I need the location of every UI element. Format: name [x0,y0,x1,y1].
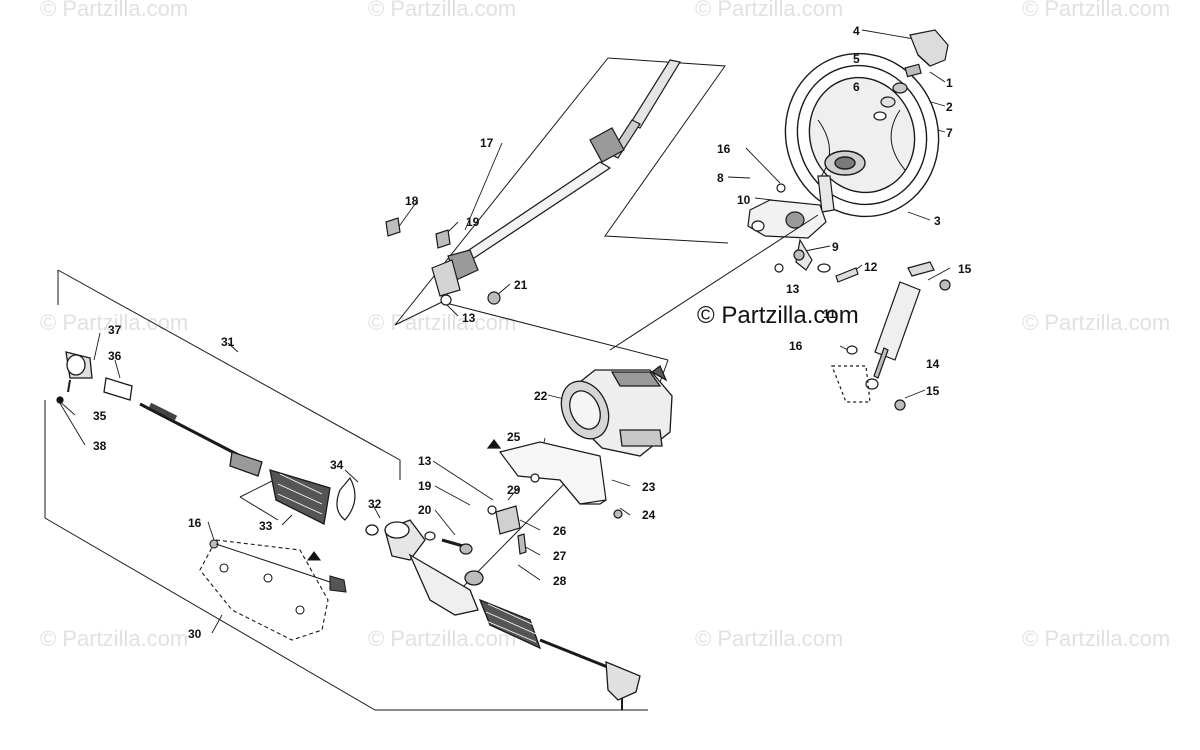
callout-3: 3 [934,214,941,228]
callout-24: 24 [642,508,656,522]
callout-13-shaft: 13 [462,311,476,325]
callout-19-shaft: 19 [466,215,480,229]
callout-13-rack: 13 [418,454,432,468]
callout-5: 5 [853,52,860,66]
steering-rack [384,519,641,710]
callout-37: 37 [108,323,122,337]
shaft-clamp [487,505,527,555]
callout-10: 10 [737,193,751,207]
callout-26: 26 [553,524,567,538]
motor-bracket [486,439,623,519]
callout-12: 12 [864,260,878,274]
left-tie-rod [56,351,379,536]
callout-6: 6 [853,80,860,94]
callout-35: 35 [93,409,107,423]
callout-16-column: 16 [717,142,731,156]
steering-damper [831,261,951,411]
callout-9: 9 [832,240,839,254]
callout-11: 11 [823,307,836,321]
callout-14: 14 [926,357,940,371]
callout-23: 23 [642,480,656,494]
rack-bolts [424,531,473,555]
callout-18: 18 [405,194,419,208]
watermark: © Partzilla.com [40,310,189,335]
hub-cap [873,29,949,121]
callout-33: 33 [259,519,273,533]
callout-29: 29 [507,483,521,497]
skid-plate [199,539,347,641]
watermark: © Partzilla.com [368,310,517,335]
callout-2: 2 [946,100,953,114]
watermark: © Partzilla.com [40,626,189,651]
callout-4: 4 [853,24,860,38]
eps-motor [560,364,673,457]
watermark: © Partzilla.com [1022,310,1171,335]
callout-16-damper: 16 [789,339,803,353]
watermark: © Partzilla.com [368,0,517,21]
callout-17: 17 [480,136,494,150]
callout-28: 28 [553,574,567,588]
watermark: © Partzilla.com [1022,626,1171,651]
watermark: © Partzilla.com [40,0,189,21]
callout-25: 25 [507,430,521,444]
callout-38: 38 [93,439,107,453]
callout-13-column: 13 [786,282,800,296]
callout-32: 32 [368,497,382,511]
callout-36: 36 [108,349,122,363]
callout-34: 34 [330,458,344,472]
callout-1: 1 [946,76,953,90]
callout-22: 22 [534,389,548,403]
steering-shaft [385,59,681,306]
callout-20: 20 [418,503,432,517]
watermark: © Partzilla.com [1022,0,1171,21]
callout-31: 31 [221,335,235,349]
callout-15-bottom: 15 [926,384,940,398]
column-bracket [747,175,859,283]
callout-8: 8 [717,171,724,185]
callout-30: 30 [188,627,202,641]
watermark: © Partzilla.com [695,0,844,21]
callout-7: 7 [946,126,953,140]
callout-15-top: 15 [958,262,972,276]
callout-16-rack: 16 [188,516,202,530]
watermark: © Partzilla.com [368,626,517,651]
callout-19-rack: 19 [418,479,432,493]
credit-text: © Partzilla.com [697,302,859,329]
column-axis [609,214,819,351]
callout-27: 27 [553,549,567,563]
watermark: © Partzilla.com [695,626,844,651]
boundary-lines [44,57,729,711]
callout-21: 21 [514,278,528,292]
